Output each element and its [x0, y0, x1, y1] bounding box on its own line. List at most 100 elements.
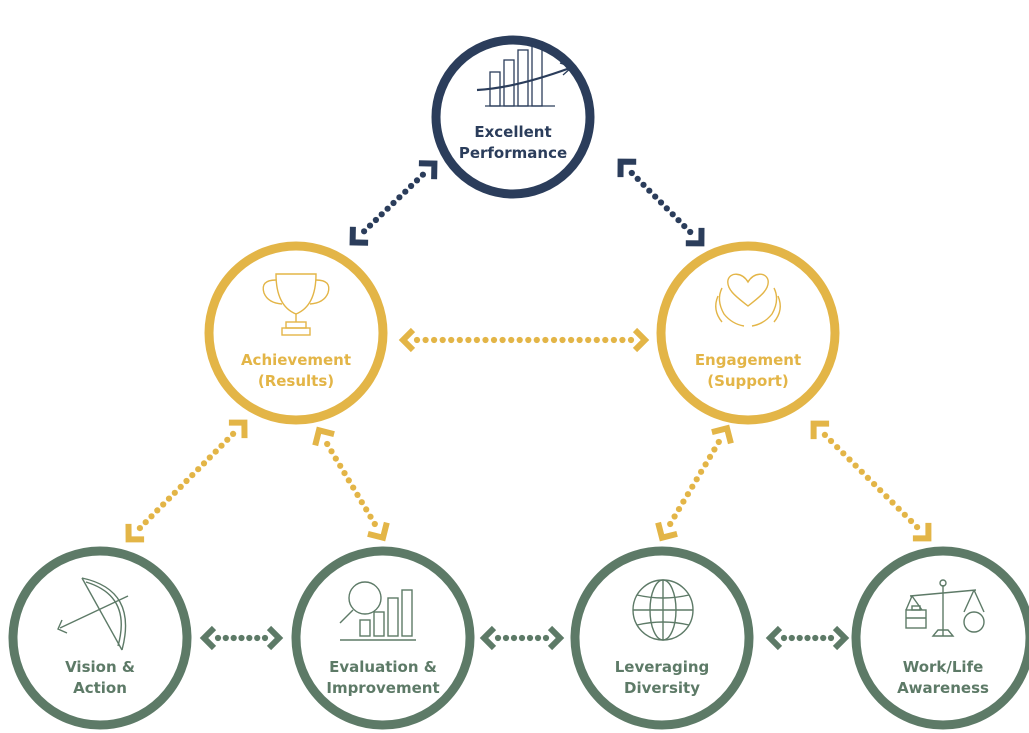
connector-arrowhead	[199, 625, 217, 651]
node-engagement: Engagement (Support)	[656, 241, 840, 425]
node-ring	[570, 546, 754, 730]
connector-dot	[914, 524, 921, 531]
connector-dot	[889, 499, 896, 506]
connector-dot	[345, 477, 352, 484]
connector-dot	[663, 205, 670, 212]
connector-dot	[877, 487, 884, 494]
connector-dot	[212, 448, 219, 455]
connector-dot	[518, 634, 526, 642]
connector-dot	[780, 634, 788, 642]
connector-dot	[402, 188, 409, 195]
connector-engage-diversity	[655, 424, 734, 542]
connector-dot	[542, 634, 550, 642]
connector-arrowhead	[655, 521, 678, 542]
connector-dot	[657, 199, 665, 206]
connector-dot	[846, 456, 853, 463]
connector-dot	[820, 634, 827, 642]
connector-arrowhead	[832, 625, 850, 651]
connector-arrowhead	[228, 419, 248, 439]
node-excellent-performance: Excellent Performance	[431, 35, 595, 199]
node-label-line2: (Results)	[258, 372, 334, 390]
connector-dot	[361, 228, 368, 235]
connector-dot	[465, 336, 472, 344]
node-ring	[204, 241, 388, 425]
node-label-line1: Leveraging	[615, 658, 710, 676]
connector-dot	[827, 634, 835, 642]
connector-dot	[627, 336, 635, 344]
connector-dot	[895, 505, 902, 512]
connector-dot	[254, 634, 261, 642]
node-label-line1: Engagement	[695, 351, 801, 369]
node-label-line2: Action	[73, 679, 127, 697]
connector-dot	[218, 442, 225, 449]
connector-dot	[852, 462, 859, 469]
trophy-icon	[262, 273, 330, 336]
connector-dot	[669, 211, 676, 218]
connector-dot	[550, 336, 558, 344]
connector-dot	[473, 336, 480, 344]
connector-dot	[328, 448, 335, 455]
connector-dot	[136, 525, 143, 532]
connector-arrowhead	[125, 523, 145, 543]
node-ring	[431, 35, 595, 199]
node-ring	[8, 546, 192, 730]
node-label-line2: Diversity	[624, 679, 700, 697]
connector-dot	[494, 634, 502, 642]
connector-dot	[396, 194, 403, 201]
connector-dot	[858, 468, 865, 475]
node-evaluation-improvement: Evaluation & Improvement	[291, 546, 475, 730]
connector-arrowhead	[617, 158, 637, 178]
connector-top-left	[349, 160, 438, 246]
connector-dot	[628, 169, 635, 177]
connector-dot	[864, 474, 872, 481]
connector-dot	[230, 430, 237, 437]
connector-dot	[482, 336, 489, 344]
hands-heart-icon	[715, 273, 781, 327]
connector-dot	[602, 336, 609, 344]
node-vision-action: Vision & Action	[8, 546, 192, 730]
connector-dot	[667, 520, 674, 528]
connector-dot	[871, 481, 878, 488]
bow-arrow-icon	[57, 577, 129, 651]
connector-dot	[171, 489, 178, 496]
connector-dot	[142, 519, 149, 526]
connector-dot	[812, 634, 819, 642]
connector-dot	[183, 477, 190, 485]
connector-dot	[901, 511, 908, 518]
connector-dot	[689, 483, 696, 490]
connector-dot	[840, 450, 847, 457]
connector-arrowhead	[547, 625, 565, 651]
connector-achieve-vision	[125, 419, 248, 543]
connector-dot	[681, 223, 688, 230]
connector-dot	[214, 634, 222, 642]
connector-arrowhead	[312, 426, 335, 447]
connector-dot	[350, 484, 357, 491]
connector-dot	[533, 336, 540, 344]
connector-dot	[534, 634, 542, 642]
connector-dot	[693, 476, 700, 483]
connector-dot	[341, 470, 348, 477]
connector-dot	[671, 513, 678, 520]
connector-dot	[189, 472, 196, 479]
balance-scale-icon	[905, 579, 985, 637]
connector-dot	[337, 462, 344, 469]
connector-dot	[711, 446, 718, 453]
connector-dot	[675, 506, 683, 513]
connector-dot	[502, 634, 510, 642]
connector-dot	[796, 634, 803, 642]
connector-diversity-worklife	[765, 625, 850, 651]
connector-achieve-eval	[312, 426, 390, 542]
connector-dot	[702, 461, 709, 468]
connector-dot	[706, 453, 714, 460]
node-ring	[291, 546, 475, 730]
connector-dot	[715, 438, 722, 446]
node-label-line1: Excellent	[474, 123, 551, 141]
connector-dot	[640, 181, 647, 188]
connector-dot	[431, 336, 438, 344]
connector-dot	[698, 468, 705, 475]
connector-dot	[804, 634, 811, 642]
node-label-line2: Improvement	[326, 679, 439, 697]
connector-dot	[363, 506, 370, 513]
connector-dot	[354, 491, 361, 498]
connector-dot	[366, 222, 374, 229]
